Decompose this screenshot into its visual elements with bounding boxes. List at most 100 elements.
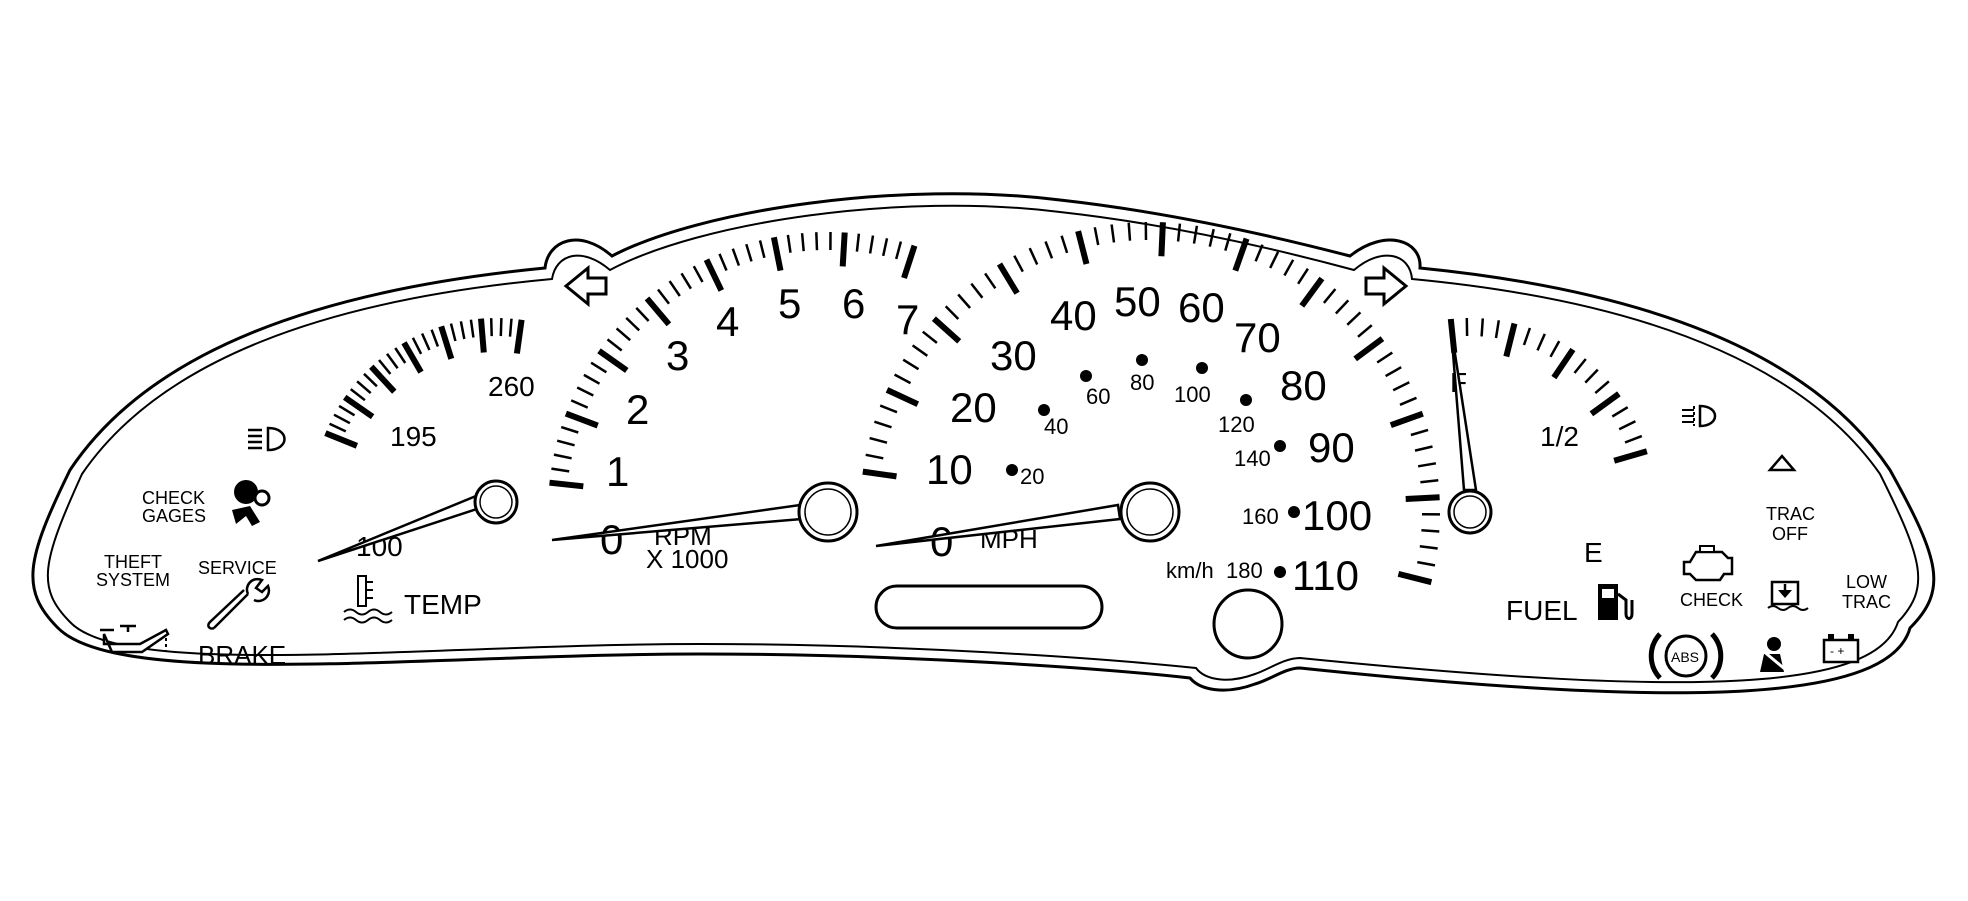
kmh-label-40: 40 (1044, 414, 1068, 439)
tach-tick-2 (554, 455, 572, 459)
tach-tick-8 (584, 375, 600, 384)
tach-tick-18 (682, 273, 691, 288)
low-trac-line2: TRAC (1842, 592, 1891, 612)
speed-tick-26 (1178, 224, 1180, 242)
battery-icon: - + (1824, 634, 1858, 662)
tach-tick-28 (816, 232, 817, 250)
speed-tick-4 (880, 406, 897, 413)
temp-tick-15 (432, 330, 438, 347)
speed-tick-37 (1336, 300, 1348, 313)
tach-caption-x1000: X 1000 (646, 544, 728, 574)
fuel-tick-15 (1625, 436, 1642, 442)
mph-label-60: 60 (1178, 284, 1225, 331)
fuel-tick-12 (1591, 394, 1619, 414)
temp-tick-7 (364, 374, 377, 387)
tach-label-0: 0 (600, 516, 623, 563)
trac-off-line1: TRAC (1766, 504, 1815, 524)
tach-tick-10 (599, 351, 627, 371)
kmh-dot-3 (1136, 354, 1148, 366)
speed-tick-30 (1235, 239, 1246, 271)
speed-tick-23 (1129, 223, 1130, 241)
kmh-dot-7 (1288, 506, 1300, 518)
theft-system-line1: THEFT (104, 552, 162, 572)
speed-tick-33 (1284, 260, 1293, 276)
speed-tick-3 (874, 422, 891, 428)
temp-tick-18 (461, 321, 464, 339)
tach-label-2: 2 (626, 386, 649, 433)
speed-tick-55 (1398, 574, 1431, 582)
low-trac-line1: LOW (1846, 572, 1887, 592)
fuel-tick-2 (1482, 318, 1483, 336)
tach-tick-35 (904, 246, 915, 278)
temp-label-high: 260 (488, 371, 535, 402)
speed-tick-45 (1391, 414, 1423, 426)
speed-tick-53 (1420, 546, 1438, 548)
temp-tick-10 (387, 354, 398, 369)
mph-label-100: 100 (1302, 492, 1372, 539)
tach-tick-20 (707, 260, 722, 291)
temp-tick-6 (357, 381, 371, 393)
speed-tick-19 (1062, 236, 1068, 253)
speed-tick-27 (1194, 226, 1197, 244)
speed-tick-9 (923, 332, 937, 343)
fuel-tick-3 (1496, 320, 1499, 338)
tach-tick-4 (561, 427, 578, 432)
tach-tick-25 (774, 237, 781, 270)
fuel-needle (1449, 328, 1491, 533)
temp-tick-17 (451, 324, 455, 341)
mph-label-80: 80 (1280, 362, 1327, 409)
speed-tick-32 (1270, 252, 1278, 268)
speed-tick-40 (1355, 339, 1382, 359)
temp-tick-22 (501, 318, 502, 336)
speed-tick-12 (958, 295, 970, 309)
low-traction-icon (1768, 582, 1808, 610)
tach-label-6: 6 (842, 280, 865, 327)
speed-tick-1 (866, 455, 884, 459)
check-gages-line1: CHECK (142, 488, 205, 508)
tach-tick-15 (647, 298, 669, 324)
speed-tick-41 (1377, 353, 1392, 363)
tach-tick-34 (896, 242, 901, 259)
warning-triangle-icon (1770, 456, 1794, 470)
speed-tick-13 (971, 284, 982, 298)
fuel-tick-16 (1614, 451, 1647, 460)
trac-off-line2: OFF (1772, 524, 1808, 544)
kmh-label-80: 80 (1130, 370, 1154, 395)
temp-tick-4 (345, 397, 373, 416)
speed-tick-54 (1417, 562, 1435, 565)
kmh-label-60: 60 (1086, 384, 1110, 409)
speed-tick-50 (1406, 497, 1440, 499)
kmh-label-180: 180 (1226, 558, 1263, 583)
oil-can-icon (100, 626, 168, 652)
theft-system-line2: SYSTEM (96, 570, 170, 590)
speed-tick-14 (985, 273, 995, 288)
fog-lamp-icon (1682, 406, 1715, 426)
kmh-label-140: 140 (1234, 446, 1271, 471)
speed-tick-7 (903, 360, 918, 370)
speed-tick-52 (1421, 530, 1439, 531)
coolant-thermometer-icon (344, 576, 392, 623)
speed-tick-6 (895, 375, 911, 384)
temp-tick-19 (471, 320, 474, 338)
temp-label-mid: 195 (390, 421, 437, 452)
kmh-dot-6 (1274, 440, 1286, 452)
tach-tick-26 (788, 235, 791, 253)
fuel-label-empty: E (1584, 537, 1603, 568)
right-turn-arrow-icon (1366, 268, 1406, 304)
tach-tick-3 (557, 441, 574, 446)
speed-tick-21 (1095, 227, 1098, 245)
kmh-dot-5 (1240, 394, 1252, 406)
fuel-tick-14 (1619, 421, 1635, 429)
speed-tick-2 (870, 438, 887, 443)
fuel-tick-7 (1551, 341, 1560, 357)
kmh-label-20: 20 (1020, 464, 1044, 489)
mph-label-20: 20 (950, 384, 997, 431)
tach-tick-30 (843, 233, 845, 267)
fuel-tick-10 (1585, 370, 1598, 383)
service-label: SERVICE (198, 558, 277, 578)
mph-label-0: 0 (930, 518, 953, 565)
kmh-dot-0 (1006, 464, 1018, 476)
speed-tick-34 (1298, 269, 1308, 284)
